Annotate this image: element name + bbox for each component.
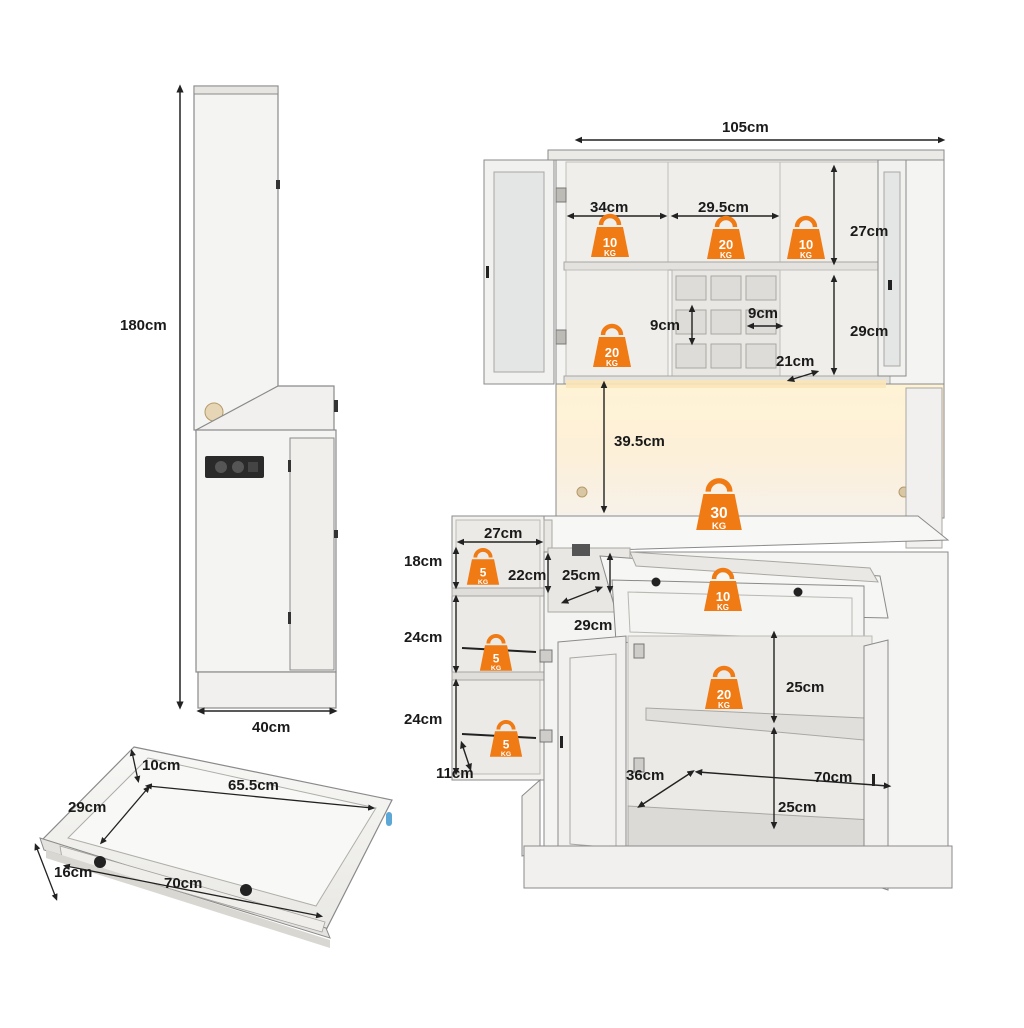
side-shelf-1-height-label: 18cm bbox=[404, 553, 442, 570]
weight-side-1: 5 bbox=[480, 565, 487, 579]
weight-unit: KG bbox=[491, 665, 501, 672]
weight-icon: 20 KG bbox=[593, 326, 631, 368]
weight-cabinet-shelf: 20 bbox=[717, 687, 731, 702]
weight-icon: 5 KG bbox=[464, 547, 502, 587]
knob-icon bbox=[793, 587, 803, 597]
side-shelf-depth-label: 22cm bbox=[508, 567, 546, 584]
weight-side-3: 5 bbox=[503, 737, 510, 751]
open-shelf-height-label: 39.5cm bbox=[614, 433, 665, 450]
weight-icon: 20 KG bbox=[705, 668, 743, 710]
side-shelf-width-label: 27cm bbox=[484, 525, 522, 542]
weight-unit: KG bbox=[604, 249, 616, 258]
weight-unit: KG bbox=[800, 251, 812, 260]
side-cabinet-door bbox=[289, 437, 335, 671]
weight-icon: 5 KG bbox=[477, 633, 515, 673]
weight-top-right: 10 bbox=[799, 237, 813, 252]
drawer-depth-label-front: 29cm bbox=[574, 617, 612, 634]
knob-icon bbox=[560, 736, 563, 748]
weight-unit: KG bbox=[501, 751, 511, 758]
cabinet-depth-label: 36cm bbox=[626, 767, 664, 784]
knob-icon bbox=[888, 280, 892, 290]
side-shelf-2-height-label: 24cm bbox=[404, 629, 442, 646]
led-lit-shelf bbox=[555, 383, 945, 519]
front-width-label: 105cm bbox=[722, 119, 769, 136]
side-depth-label: 40cm bbox=[252, 719, 290, 736]
side-hutch-top bbox=[193, 85, 279, 95]
drawer-height-label-front: 25cm bbox=[562, 567, 600, 584]
top-middle-width-label: 29.5cm bbox=[698, 199, 749, 216]
cabinet-plinth bbox=[523, 845, 953, 889]
weight-icon: 5 KG bbox=[487, 719, 525, 759]
side-height-label: 180cm bbox=[120, 317, 167, 334]
drawer-inner-width-label: 65.5cm bbox=[228, 777, 279, 794]
top-right-height-label: 27cm bbox=[850, 223, 888, 240]
side-shelf-lip-label: 11cm bbox=[436, 765, 474, 782]
weight-countertop: 30 bbox=[710, 505, 728, 522]
weight-unit: KG bbox=[712, 521, 726, 532]
side-plinth bbox=[197, 671, 337, 709]
drawer-depth-label: 29cm bbox=[68, 799, 106, 816]
weight-unit: KG bbox=[718, 701, 730, 710]
drawer-side-label: 10cm bbox=[142, 757, 180, 774]
weight-drawer: 10 bbox=[716, 589, 730, 604]
top-left-shelf-width-label: 34cm bbox=[590, 199, 628, 216]
weight-side-2: 5 bbox=[493, 651, 500, 665]
knob-icon bbox=[486, 266, 489, 278]
lower-right-height-label: 29cm bbox=[850, 323, 888, 340]
wine-cell-height-label: 9cm bbox=[650, 317, 680, 334]
knob-icon bbox=[94, 856, 106, 868]
wine-cell-width-label: 9cm bbox=[748, 305, 778, 322]
knob-icon bbox=[651, 577, 661, 587]
drawer-slide bbox=[386, 812, 392, 826]
cabinet-lower-height-label: 25cm bbox=[778, 799, 816, 816]
weight-lower-left: 20 bbox=[605, 345, 619, 360]
weight-unit: KG bbox=[720, 251, 732, 260]
side-shelf-3-height-label: 24cm bbox=[404, 711, 442, 728]
drawer-view: 10cm 65.5cm 29cm 16cm 70cm bbox=[34, 746, 393, 948]
side-hutch bbox=[193, 85, 279, 431]
right-cabinet-door bbox=[863, 639, 889, 891]
weight-unit: KG bbox=[606, 359, 618, 368]
weight-unit: KG bbox=[717, 603, 729, 612]
weight-top-middle: 20 bbox=[719, 237, 733, 252]
weight-top-left: 10 bbox=[603, 235, 617, 250]
side-latch bbox=[276, 180, 280, 189]
weight-icon: 10 KG bbox=[704, 570, 742, 612]
side-view: 180cm 40cm bbox=[120, 84, 338, 736]
weight-icon: 10 KG bbox=[787, 218, 825, 260]
weight-icon: 30 KG bbox=[696, 481, 742, 532]
hutch-crown bbox=[547, 149, 945, 161]
weight-unit: KG bbox=[478, 579, 488, 586]
knob-icon bbox=[240, 884, 252, 896]
cabinet-width-label: 70cm bbox=[814, 769, 852, 786]
front-dimension-lines bbox=[452, 136, 946, 830]
cabinet-upper-height-label: 25cm bbox=[786, 679, 824, 696]
weight-icon: 10 KG bbox=[591, 216, 629, 258]
weight-icon: 20 KG bbox=[707, 218, 745, 260]
lower-right-depth-label: 21cm bbox=[776, 353, 814, 370]
drawer-height-label: 16cm bbox=[54, 864, 92, 881]
drawer-width-label: 70cm bbox=[164, 875, 202, 892]
